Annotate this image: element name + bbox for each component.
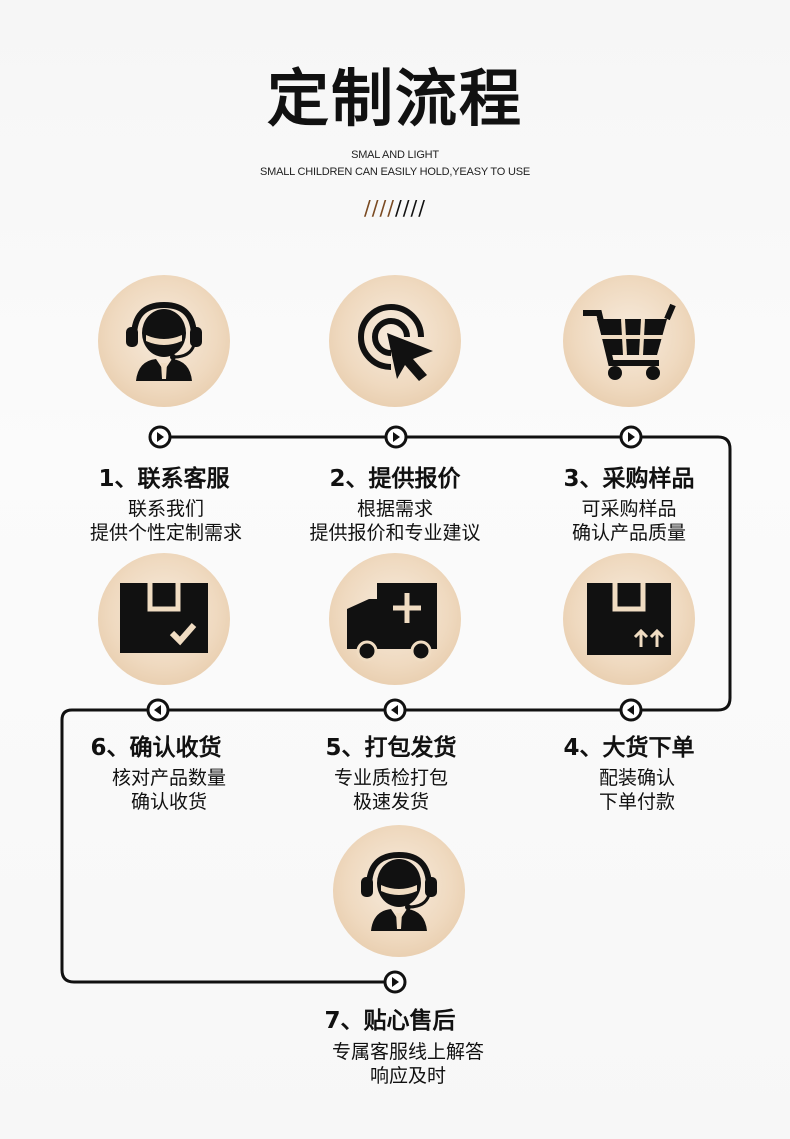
step-1-icon-circle: [98, 275, 230, 407]
arrow-node-icon: [619, 425, 643, 449]
step-6-desc-line-1: 核对产品数量: [111, 767, 226, 789]
step-4-desc-line-1: 配装确认: [598, 767, 675, 789]
step-5-icon-circle: [329, 553, 461, 685]
customer-service-icon: [126, 301, 202, 381]
step-2-desc: 根据需求 提供报价和专业建议: [280, 497, 510, 545]
step-2-title: 2、提供报价: [329, 466, 461, 492]
step-6-desc: 核对产品数量 确认收货: [54, 766, 284, 814]
divider-brown: ////: [364, 196, 395, 220]
box-check-icon: [120, 583, 208, 653]
step-2-desc-line-2: 提供报价和专业建议: [309, 522, 481, 544]
step-2-desc-line-1: 根据需求: [356, 498, 433, 520]
step-7-title: 7、贴心售后: [324, 1008, 456, 1034]
step-7-desc: 专属客服线上解答 响应及时: [293, 1040, 523, 1088]
step-3-title: 3、采购样品: [563, 466, 695, 492]
step-6-icon-circle: [98, 553, 230, 685]
step-4-desc-line-2: 下单付款: [598, 791, 675, 813]
step-5-desc: 专业质检打包 极速发货: [276, 766, 506, 814]
step-7-icon-circle: [333, 825, 465, 957]
step-4-desc: 配装确认 下单付款: [522, 766, 752, 814]
box-upload-icon: [587, 583, 671, 655]
step-4-title: 4、大货下单: [563, 735, 695, 761]
subtitle-line-2: SMALL CHILDREN CAN EASILY HOLD,YEASY TO …: [260, 166, 530, 178]
click-cursor-icon: [358, 304, 433, 381]
step-2-icon-circle: [329, 275, 461, 407]
customer-service-icon: [361, 851, 437, 931]
step-1-title: 1、联系客服: [98, 466, 230, 492]
step-1-desc-line-1: 联系我们: [127, 498, 204, 520]
delivery-truck-icon: [347, 583, 437, 662]
shopping-cart-icon: [583, 303, 676, 380]
step-4-icon-circle: [563, 553, 695, 685]
step-3-desc-line-1: 可采购样品: [581, 498, 677, 520]
arrow-node-icon: [148, 425, 172, 449]
subtitle-line-1: SMAL AND LIGHT: [351, 149, 439, 161]
step-3-icon-circle: [563, 275, 695, 407]
page-title: 定制流程: [266, 62, 523, 135]
step-7-desc-line-1: 专属客服线上解答: [331, 1041, 484, 1063]
step-5-desc-line-1: 专业质检打包: [333, 767, 448, 789]
step-1-desc-line-2: 提供个性定制需求: [89, 522, 242, 544]
step-3-desc-line-2: 确认产品质量: [571, 522, 686, 544]
step-6-desc-line-2: 确认收货: [130, 791, 207, 813]
step-1-desc: 联系我们 提供个性定制需求: [51, 497, 281, 545]
step-5-title: 5、打包发货: [325, 735, 457, 761]
divider-black: ////: [395, 196, 426, 220]
arrow-node-icon: [383, 970, 407, 994]
step-6-title: 6、确认收货: [90, 735, 222, 761]
arrow-node-icon: [383, 698, 407, 722]
decorative-divider: ////////: [0, 196, 790, 220]
arrow-node-icon: [146, 698, 170, 722]
arrow-node-icon: [384, 425, 408, 449]
arrow-node-icon: [619, 698, 643, 722]
step-7-desc-line-2: 响应及时: [369, 1065, 446, 1087]
step-5-desc-line-2: 极速发货: [352, 791, 429, 813]
step-3-desc: 可采购样品 确认产品质量: [514, 497, 744, 545]
